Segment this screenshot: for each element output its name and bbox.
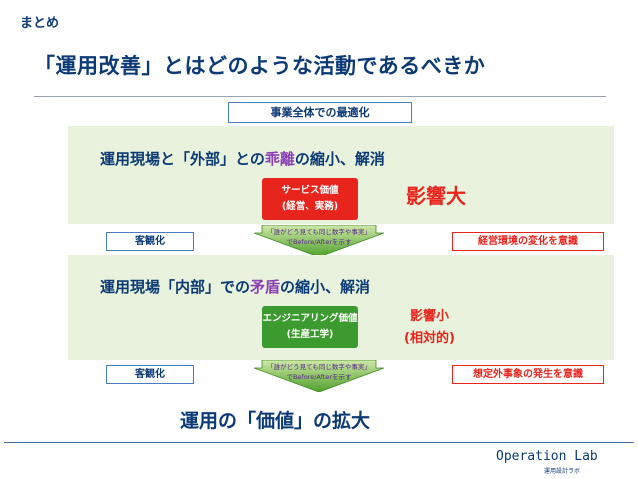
footer-divider — [4, 442, 634, 443]
section-label: まとめ — [20, 16, 60, 31]
external-gap-highlight: 乖離 — [264, 150, 295, 168]
business-env-tag: 経営環境の変化を意識 — [452, 232, 604, 251]
engineering-value-box: エンジニアリング価値 (生産工学) — [262, 306, 358, 348]
unexpected-event-tag: 想定外事象の発生を意識 — [452, 365, 604, 384]
arrow-note-1-line2: でBefore/Afterを示す — [286, 238, 352, 246]
arrow-note-1-line1: 「誰がどう見ても同じ数字や事実」 — [267, 228, 371, 236]
service-value-sub: (経営、実務) — [281, 201, 339, 212]
engineering-value-label: エンジニアリング価値 — [262, 313, 358, 324]
external-gap-title: 運用現場と「外部」との乖離の縮小、解消 — [100, 148, 385, 169]
arrow-note-1: 「誰がどう見ても同じ数字や事実」 でBefore/Afterを示す — [254, 227, 384, 247]
objective-tag-2: 客観化 — [106, 365, 194, 384]
engineering-value-sub: (生産工学) — [286, 329, 334, 340]
impact-small-label: 影響小 — [409, 309, 449, 324]
internal-contradiction-title-post: の縮小、解消 — [280, 278, 371, 296]
scope-label-box: 事業全体での最適化 — [228, 102, 412, 123]
service-value-label: サービス価値 — [281, 185, 339, 196]
down-arrow-2 — [254, 360, 384, 392]
brand-subtitle: 運用設計ラボ — [544, 468, 581, 475]
impact-small-sub: (相対的) — [404, 331, 455, 346]
external-gap-title-pre: 運用現場と「外部」との — [100, 150, 265, 168]
internal-contradiction-highlight: 矛盾 — [250, 278, 281, 296]
title-divider — [34, 96, 606, 97]
brand-logo-text: Operation Lab — [496, 449, 598, 464]
down-arrow-1 — [254, 225, 384, 257]
arrow-note-2: 「誰がどう見ても同じ数字や事実」 でBefore/Afterを示す — [254, 362, 384, 382]
page-title: 「運用改善」とはどのような活動であるべきか — [34, 54, 486, 78]
objective-tag-1: 客観化 — [106, 232, 194, 251]
service-value-box: サービス価値 (経営、実務) — [262, 178, 358, 220]
arrow-note-2-line1: 「誰がどう見ても同じ数字や事実」 — [267, 363, 371, 371]
impact-large: 影響大 — [406, 184, 466, 208]
internal-contradiction-title-pre: 運用現場「内部」での — [100, 278, 251, 296]
impact-small: 影響小 (相対的) — [404, 306, 455, 350]
arrow-note-2-line2: でBefore/Afterを示す — [286, 373, 352, 381]
result-statement: 運用の「価値」の拡大 — [180, 410, 371, 432]
external-gap-title-post: の縮小、解消 — [294, 150, 385, 168]
internal-contradiction-title: 運用現場「内部」での矛盾の縮小、解消 — [100, 276, 370, 297]
